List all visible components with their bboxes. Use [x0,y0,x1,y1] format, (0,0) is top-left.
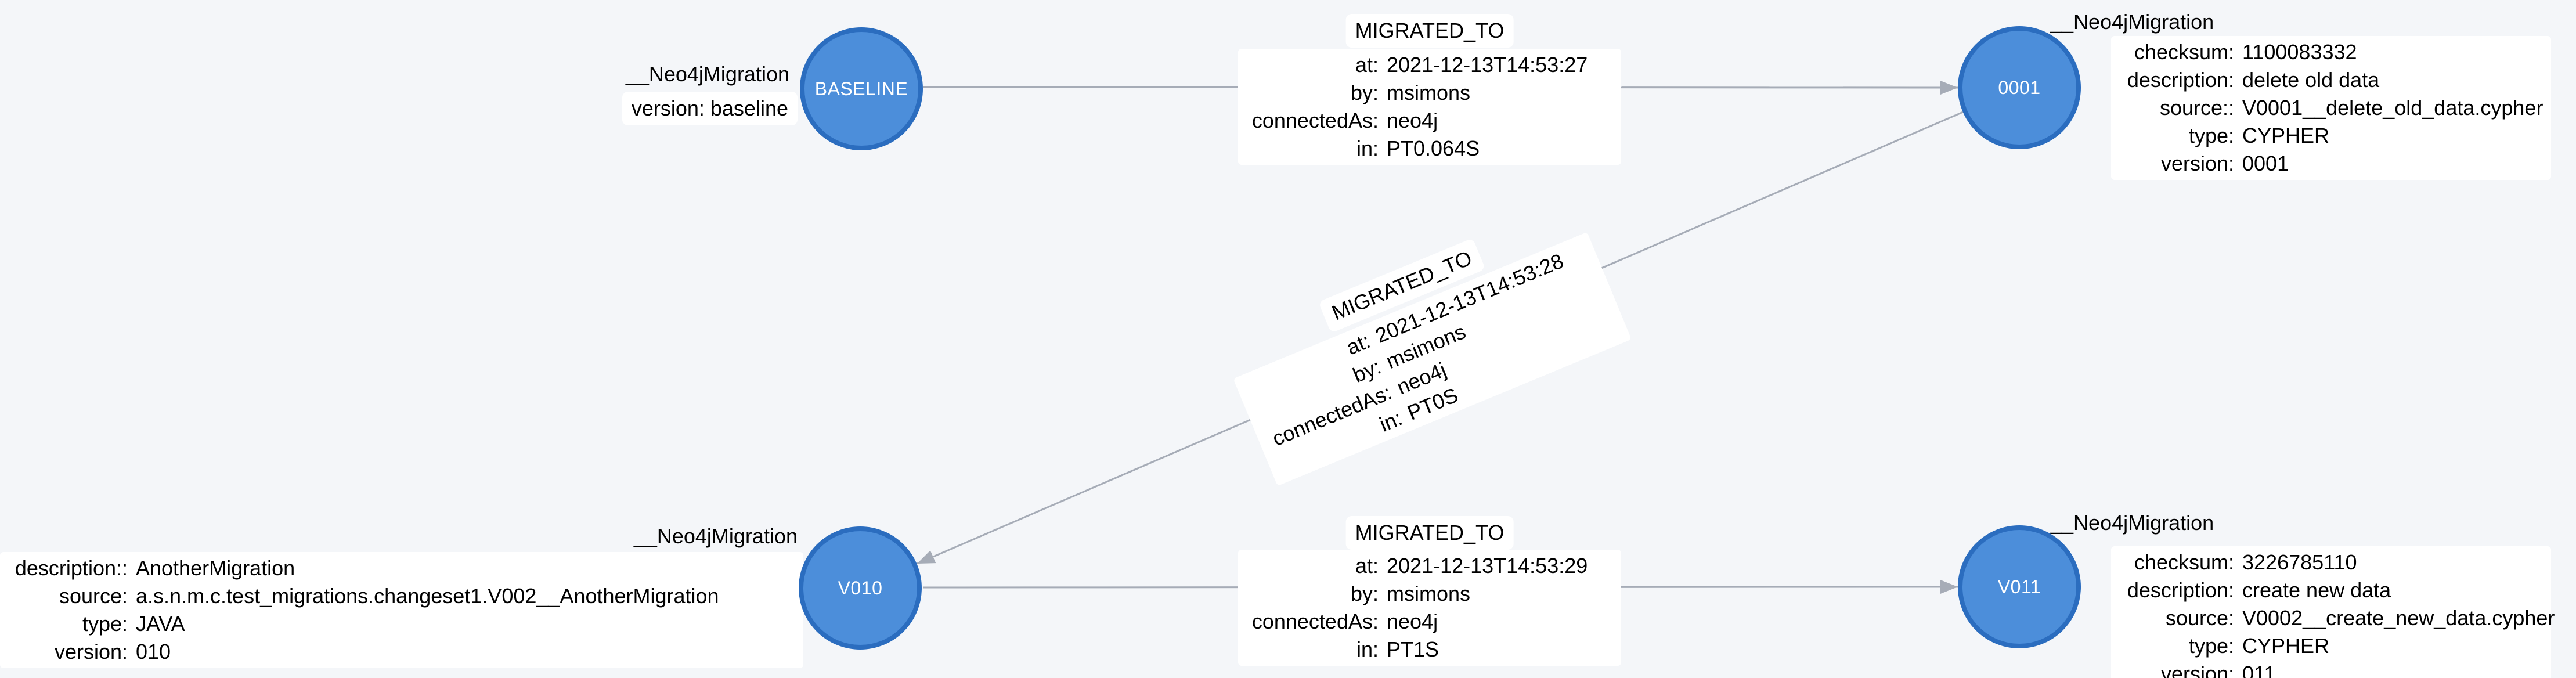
property-key: at: [1355,554,1379,578]
property-row: source: V0002__create_new_data.cypher [2116,604,2555,632]
property-key: checksum: [2134,550,2234,574]
property-row: in: PT0.064S [1243,135,1617,163]
property-key: connectedAs: [1251,610,1379,633]
property-value: PT1S [1387,637,1439,661]
property-value: neo4j [1387,109,1438,132]
node-0001[interactable]: 0001 [1958,26,2081,149]
property-key: checksum: [2134,40,2234,64]
edge3-properties-box: at: 2021-12-13T14:53:29 by: msimons connec… [1238,550,1621,666]
property-row: connectedAs: neo4j [1243,608,1617,636]
property-key: version: [631,96,705,120]
property-value: 010 [136,640,171,663]
node-label-text: __Neo4jMigration [625,62,789,86]
property-key: by: [1350,81,1379,104]
node-caption: V011 [1997,576,2041,597]
nodeV011-properties-box: checksum: 3226785110 description: create n… [2111,546,2555,678]
property-key: source:: [2159,96,2234,120]
property-row: at: 2021-12-13T14:53:27 [1243,51,1617,79]
node0001-properties: __Neo4jMigration [2050,8,2214,36]
node-label-text: __Neo4jMigration [2050,511,2214,535]
property-value: V0001__delete_old_data.cypher [2242,96,2543,120]
property-value: 1100083332 [2242,40,2357,64]
property-row: version: 011 [2116,660,2546,678]
node-v011[interactable]: V011 [1958,525,2081,648]
property-key: version: [2160,662,2234,678]
baseline-version-chip: version: baseline [622,92,798,125]
property-row: checksum: 3226785110 [2116,549,2546,576]
property-value: neo4j [1387,610,1438,633]
node-caption: BASELINE [814,78,908,99]
property-row: connectedAs: neo4j [1243,107,1617,135]
property-row: type: CYPHER [2116,122,2546,150]
property-row: version: 0001 [2116,150,2546,178]
property-row: source::V0001__delete_old_data.cypher [2116,94,2546,122]
edge3-type-chip: MIGRATED_TO [1345,516,1514,550]
property-value: PT0.064S [1387,136,1480,160]
property-value: AnotherMigration [136,556,295,580]
property-key: by: [1350,582,1379,605]
property-value: V0002__create_new_data.cypher [2242,606,2555,630]
property-key: type: [2188,124,2234,147]
nodeV011-properties: __Neo4jMigration [2050,509,2214,537]
property-value: msimons [1387,582,1471,605]
property-value: delete old data [2242,68,2380,92]
property-value: CYPHER [2242,124,2330,147]
property-value: a.s.n.m.c.test_migrations.changeset1.V00… [136,584,719,608]
property-key: version: [2160,152,2234,175]
edge1-properties-box: at: 2021-12-13T14:53:27 by: msimons connec… [1238,49,1621,165]
property-key: source: [2165,606,2234,630]
node-caption: V010 [838,577,883,598]
baseline-node-properties: __Neo4jMigration [626,60,789,88]
property-key: in: [1356,637,1379,661]
property-row: by: msimons [1243,79,1617,107]
property-row: version: 010 [5,638,799,666]
property-value: baseline [710,96,788,120]
property-value: JAVA [136,612,185,636]
nodeV010-properties-box: description::AnotherMigration source: a.s… [0,552,803,668]
property-key: source: [59,584,128,608]
property-key: at: [1355,53,1379,77]
property-key: in: [1356,136,1379,160]
property-value: msimons [1387,81,1471,104]
edge1-type-chip: MIGRATED_TO [1345,14,1514,48]
property-row: at: 2021-12-13T14:53:29 [1243,552,1617,580]
property-key: description: [2127,578,2234,602]
property-row: by: msimons [1243,580,1617,608]
property-value: 2021-12-13T14:53:29 [1387,554,1588,578]
edge2-label-wrapper: MIGRATED_TO at:2021-12-13T14:53:28 by:ms… [1233,232,1808,496]
property-row: in: PT1S [1243,636,1617,663]
node-v010[interactable]: V010 [799,526,922,650]
property-key: type: [2188,634,2234,658]
node-caption: 0001 [1998,77,2041,98]
node-baseline[interactable]: BASELINE [800,27,923,150]
nodeV010-properties: __Neo4jMigration [634,522,798,550]
property-row: source: a.s.n.m.c.test_migrations.changes… [5,582,799,610]
property-key: description:: [15,556,128,580]
property-row: description::AnotherMigration [5,554,799,582]
property-value: 011 [2242,662,2276,678]
node-label-text: __Neo4jMigration [2050,10,2214,34]
property-value: create new data [2242,578,2391,602]
property-row: description: create new data [2116,576,2546,604]
property-key: version: [54,640,128,663]
relationship-type-text: MIGRATED_TO [1345,516,1514,550]
property-key: connectedAs: [1251,109,1379,132]
property-value: 0001 [2242,152,2289,175]
property-row: checksum: 1100083332 [2116,38,2546,66]
property-value: 2021-12-13T14:53:27 [1387,53,1588,77]
node0001-properties-box: checksum: 1100083332 description: delete o… [2111,36,2551,180]
property-row: description: delete old data [2116,66,2546,94]
property-row: type: CYPHER [2116,632,2546,660]
property-value: CYPHER [2242,634,2330,658]
property-key: description: [2127,68,2234,92]
property-row: type: JAVA [5,610,799,638]
relationship-type-text: MIGRATED_TO [1345,14,1514,48]
property-key: type: [82,612,128,636]
node-label-text: __Neo4jMigration [633,524,798,548]
property-value: 3226785110 [2242,550,2357,574]
